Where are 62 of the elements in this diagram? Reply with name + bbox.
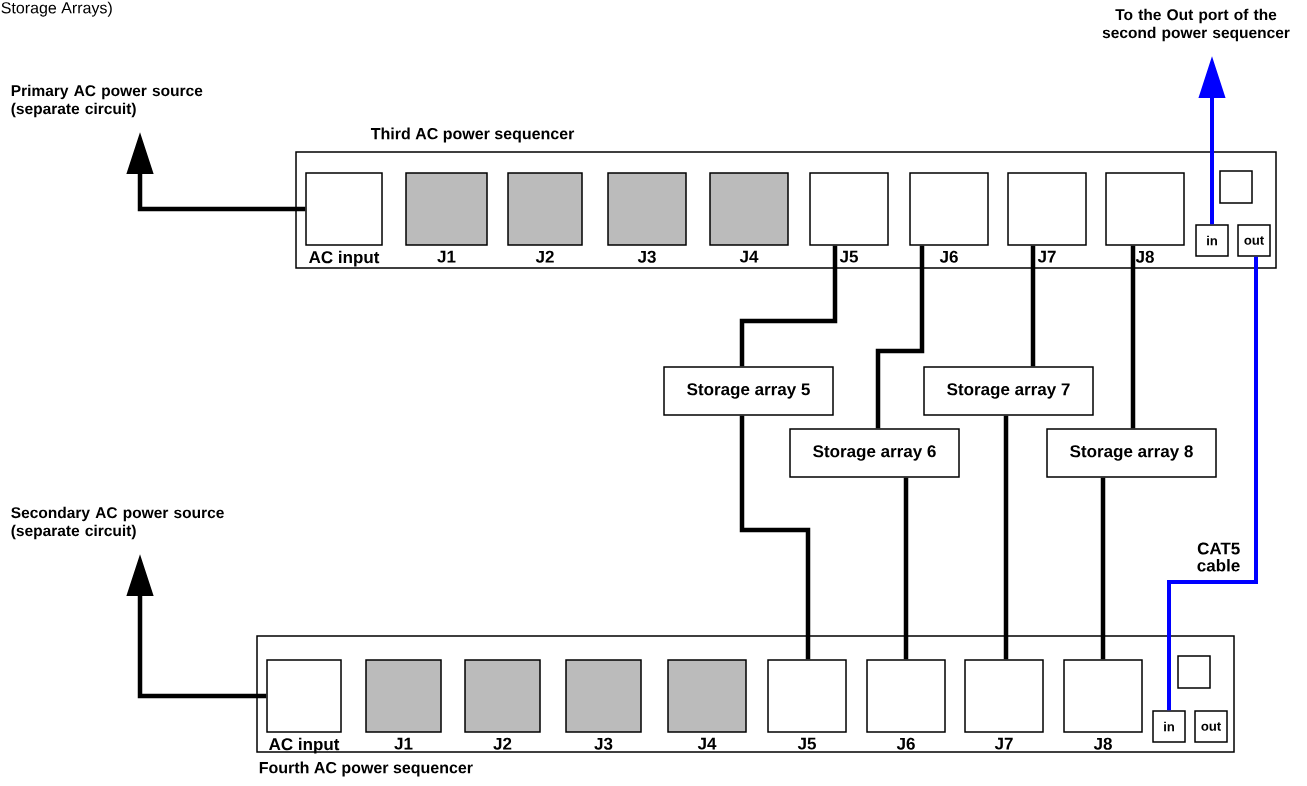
outlet-port: J5 bbox=[809, 172, 889, 263]
port-label-box: out bbox=[1237, 224, 1271, 257]
port-label-box: out bbox=[1194, 710, 1228, 743]
indicator-square bbox=[1177, 655, 1211, 689]
source-label: Primary AC power source (separate circuit) bbox=[11, 84, 203, 118]
node-label: J2 bbox=[493, 737, 512, 750]
node-label: J1 bbox=[394, 737, 413, 750]
node-label: J7 bbox=[994, 737, 1013, 750]
source-label: Secondary AC power source (separate circuit) bbox=[11, 506, 224, 540]
outlet-port: J1 bbox=[405, 172, 488, 263]
port-label-box: in bbox=[1152, 710, 1186, 743]
node-label: J3 bbox=[637, 250, 656, 263]
cable bbox=[739, 245, 838, 367]
indicator-square bbox=[1219, 170, 1253, 204]
storage-array-box: Storage array 7 bbox=[923, 366, 1094, 416]
outlet-port: J3 bbox=[607, 172, 687, 263]
outlet-port: J7 bbox=[964, 659, 1044, 750]
outlet-port: J8 bbox=[1063, 659, 1143, 750]
node-label: J5 bbox=[797, 737, 816, 750]
cable bbox=[1030, 245, 1036, 367]
caption-fragment: Storage Arrays) bbox=[1, 1, 112, 17]
node-label: AC input bbox=[309, 250, 380, 267]
cable bbox=[903, 477, 909, 660]
outlet-port: J8 bbox=[1105, 172, 1185, 263]
outlet-port: J2 bbox=[464, 659, 541, 750]
outlet-port: J3 bbox=[565, 659, 642, 750]
cable bbox=[875, 245, 925, 429]
outlet-port: J2 bbox=[507, 172, 583, 263]
node-label: J8 bbox=[1135, 250, 1154, 263]
storage-array-box: Storage array 8 bbox=[1046, 428, 1217, 478]
node-label: J6 bbox=[896, 737, 915, 750]
cable bbox=[1003, 415, 1009, 660]
node-label: J7 bbox=[1037, 250, 1056, 263]
outlet-port: J1 bbox=[365, 659, 442, 750]
node-label: J2 bbox=[535, 250, 554, 263]
outlet-port: J4 bbox=[667, 659, 747, 750]
node-label: J3 bbox=[594, 737, 613, 750]
port-label-box: in bbox=[1195, 224, 1229, 257]
outlet-port: J5 bbox=[767, 659, 847, 750]
outlet-port: J7 bbox=[1007, 172, 1087, 263]
cable bbox=[1100, 477, 1106, 660]
node-label: J5 bbox=[839, 250, 858, 263]
outlet-port: AC input bbox=[305, 172, 383, 267]
source-label: To the Out port of the second power sequencer bbox=[1102, 8, 1290, 42]
node-label: J1 bbox=[437, 250, 456, 263]
node-label: J8 bbox=[1093, 737, 1112, 750]
node-label: AC input bbox=[269, 737, 340, 754]
node-label: J6 bbox=[939, 250, 958, 263]
outlet-port: AC input bbox=[266, 659, 342, 754]
cable bbox=[739, 415, 811, 660]
outlet-port: J4 bbox=[709, 172, 789, 263]
edge-label: CAT5 cable bbox=[1197, 542, 1240, 572]
storage-array-box: Storage array 5 bbox=[663, 366, 834, 416]
node-label: J4 bbox=[739, 250, 759, 263]
cable bbox=[1130, 245, 1136, 429]
node-label: Third AC power sequencer bbox=[370, 127, 575, 143]
cable bbox=[1167, 256, 1258, 711]
node-label: J4 bbox=[697, 737, 717, 750]
outlet-port: J6 bbox=[866, 659, 946, 750]
storage-array-box: Storage array 6 bbox=[789, 428, 960, 478]
outlet-port: J6 bbox=[909, 172, 989, 263]
node-label: Fourth AC power sequencer bbox=[259, 761, 473, 777]
